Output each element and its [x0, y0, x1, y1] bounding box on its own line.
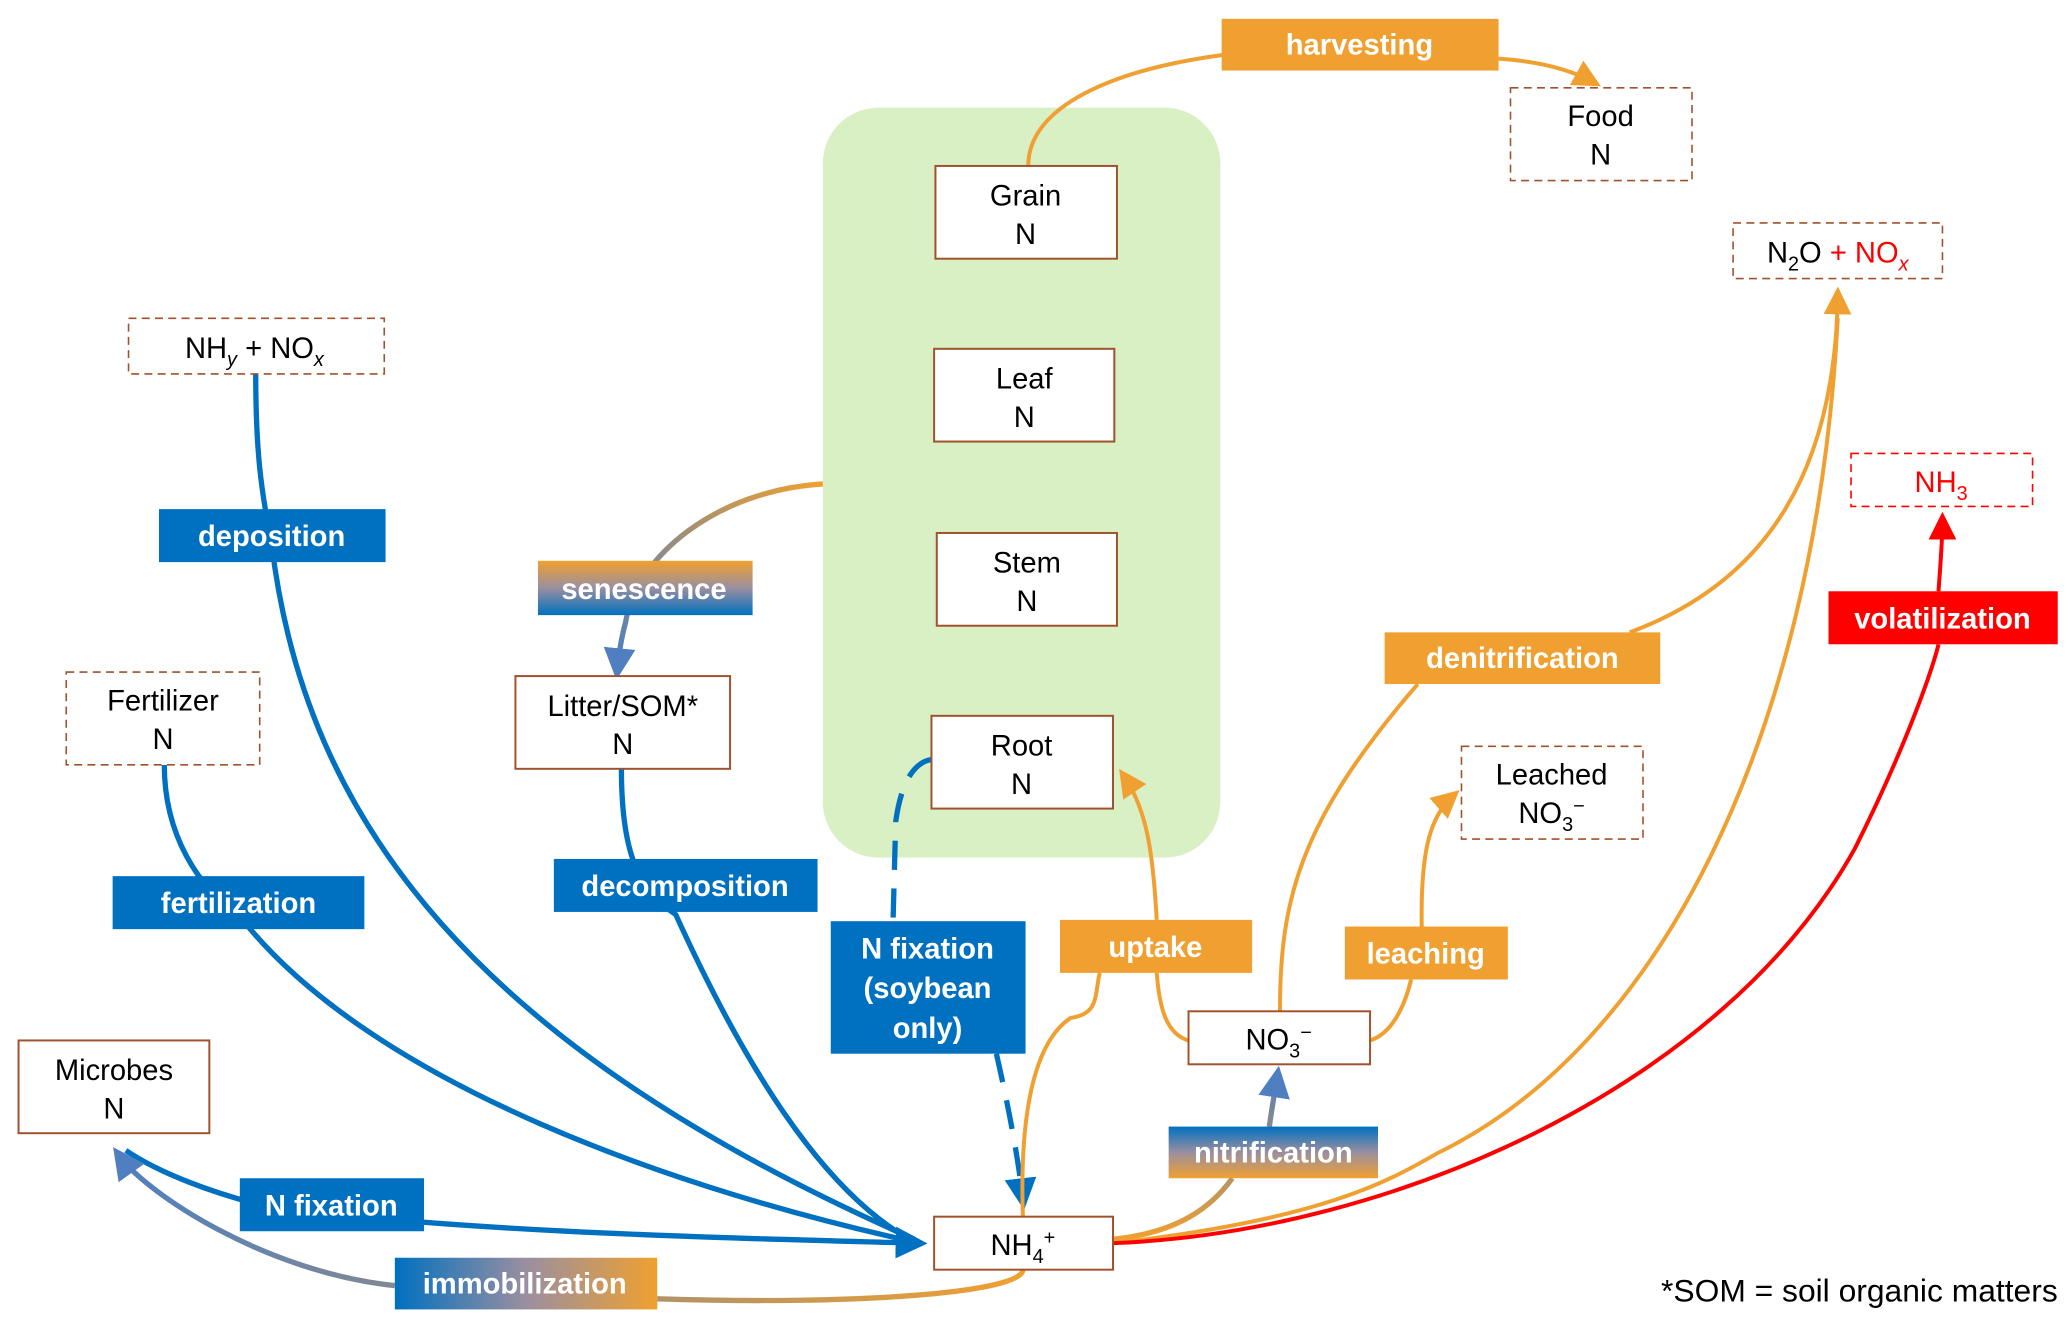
process-decomposition-label: decomposition — [581, 871, 788, 903]
pool-grain-element: N — [1015, 219, 1036, 251]
process-harvesting-label: harvesting — [1286, 30, 1433, 62]
flow-harvesting-out — [1498, 56, 1601, 87]
pool-n2o-nox-label: N2O + NOx — [1767, 238, 1910, 276]
pool-food: Food N — [1509, 86, 1693, 182]
pool-stem-name: Stem — [993, 548, 1061, 580]
process-fertilization-label: fertilization — [161, 888, 316, 920]
process-n-fixation: N fixation — [239, 1178, 424, 1232]
pool-leaf: Leaf N — [933, 347, 1116, 443]
process-volatilization: volatilization — [1828, 591, 2058, 645]
process-deposition-label: deposition — [198, 521, 345, 553]
pool-nhy-nox-label: NHy + NOx — [185, 333, 325, 371]
plant-panel — [822, 107, 1221, 858]
pool-root-name: Root — [991, 731, 1053, 763]
pool-no3: NO3− — [1187, 1010, 1372, 1066]
pool-root: Root N — [930, 714, 1114, 810]
process-immobilization: immobilization — [394, 1257, 658, 1310]
pool-nh4-label: NH4+ — [991, 1228, 1056, 1269]
pool-leached-name: Leached — [1496, 760, 1608, 792]
pool-grain: Grain N — [934, 164, 1118, 260]
pool-litter-name: Litter/SOM* — [547, 691, 698, 723]
flow-deposition — [253, 373, 916, 1242]
pool-stem-element: N — [1016, 586, 1037, 618]
pool-food-element: N — [1590, 140, 1611, 172]
footnote: *SOM = soil organic matters — [1661, 1272, 2058, 1308]
flow-decomposition — [618, 768, 916, 1245]
process-denitrification: denitrification — [1384, 632, 1661, 685]
process-deposition: deposition — [159, 509, 386, 563]
pool-litter-som: Litter/SOM* N — [514, 675, 732, 770]
process-nitrification: nitrification — [1168, 1126, 1378, 1179]
pool-fertilizer-element: N — [152, 724, 173, 756]
pool-leached-no3: Leached NO3− — [1460, 745, 1644, 840]
flow-harvesting-in — [1026, 52, 1226, 166]
process-fertilization: fertilization — [112, 876, 365, 930]
process-n-fixation-label: N fixation — [265, 1190, 398, 1222]
pool-leached-formula: NO3− — [1518, 796, 1584, 837]
pool-root-element: N — [1011, 769, 1032, 801]
process-n-fixation-soybean-line1: N fixation — [861, 933, 994, 965]
process-uptake-label: uptake — [1108, 932, 1202, 964]
process-immobilization-label: immobilization — [423, 1269, 627, 1301]
process-volatilization-label: volatilization — [1854, 603, 2030, 635]
pool-microbes-name: Microbes — [55, 1055, 173, 1087]
pool-food-name: Food — [1567, 101, 1633, 133]
pool-nh4: NH4+ — [933, 1215, 1114, 1271]
process-decomposition: decomposition — [553, 858, 818, 912]
process-n-fixation-soybean-line3: only) — [893, 1013, 963, 1045]
process-uptake: uptake — [1060, 919, 1253, 973]
flow-denitrification-up — [1629, 286, 1852, 635]
pool-n2o-nox: N2O + NOx — [1732, 222, 1944, 280]
flow-nitrification — [1112, 1076, 1277, 1242]
process-nitrification-label: nitrification — [1194, 1137, 1353, 1169]
flow-volatilization — [1112, 520, 1942, 1246]
process-senescence-label: senescence — [561, 574, 726, 606]
pool-leaf-name: Leaf — [996, 364, 1054, 396]
pool-atmospheric-deposition: NHy + NOx — [127, 317, 386, 375]
flow-leaching — [1369, 795, 1453, 1043]
process-senescence: senescence — [537, 560, 753, 616]
flow-uptake — [1020, 775, 1159, 1217]
pool-stem: Stem N — [935, 531, 1118, 627]
flow-n-fixation-soybean — [890, 756, 1023, 1200]
pool-litter-element: N — [612, 729, 633, 761]
pool-no3-label: NO3− — [1245, 1022, 1311, 1063]
pool-nh3: NH3 — [1850, 452, 2034, 508]
process-harvesting: harvesting — [1221, 18, 1499, 71]
flow-denitrification-nh4 — [1112, 318, 1840, 1246]
flow-fertilization — [161, 764, 915, 1245]
pool-leaf-element: N — [1014, 402, 1035, 434]
flow-immobilization — [119, 1156, 1026, 1304]
process-leaching: leaching — [1344, 926, 1508, 980]
pool-microbes: Microbes N — [17, 1039, 211, 1135]
pool-microbes-element: N — [103, 1094, 124, 1126]
pool-grain-name: Grain — [990, 181, 1061, 213]
flow-uptake-no3 — [1154, 972, 1190, 1043]
process-denitrification-label: denitrification — [1426, 643, 1619, 675]
pool-fertilizer: Fertilizer N — [65, 671, 261, 766]
flow-denitrification-no3 — [1277, 682, 1420, 1012]
process-leaching-label: leaching — [1367, 939, 1485, 971]
process-n-fixation-soybean: N fixation (soybean only) — [830, 921, 1026, 1054]
pool-nh3-label: NH3 — [1915, 467, 1968, 505]
process-n-fixation-soybean-line2: (soybean — [864, 973, 992, 1005]
pool-fertilizer-name: Fertilizer — [107, 686, 219, 718]
